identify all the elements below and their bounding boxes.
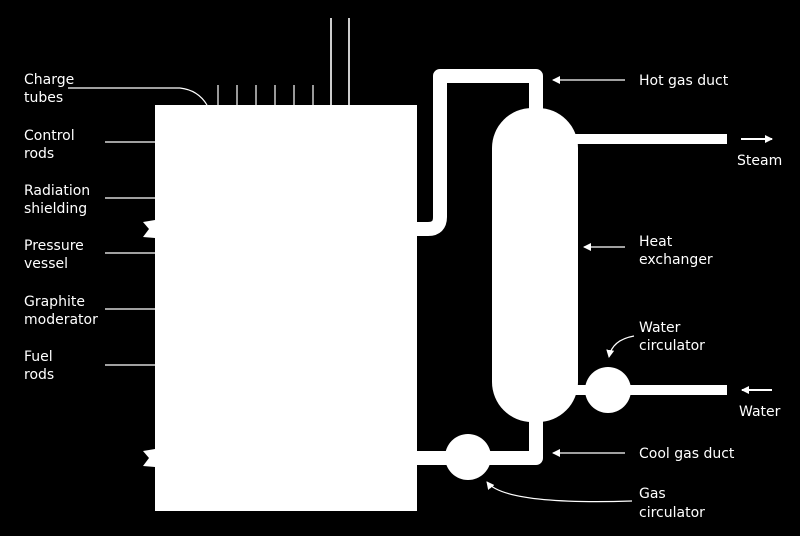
hot-gas-duct (417, 69, 543, 236)
water-circulator (585, 367, 631, 413)
label-water-circulator-2: circulator (639, 338, 705, 354)
gas-circulator (445, 434, 491, 480)
label-charge-tubes-2: tubes (24, 90, 63, 106)
label-radiation-shielding: Radiation (24, 183, 90, 199)
label-graphite-moderator: Graphite (24, 294, 85, 310)
label-cool-gas-duct: Cool gas duct (639, 446, 735, 462)
label-radiation-shielding-2: shielding (24, 201, 87, 217)
label-control-rods: Control (24, 128, 75, 144)
label-water-circulator: Water (639, 320, 681, 336)
label-charge-tubes: Charge (24, 72, 74, 88)
label-control-rods-2: rods (24, 146, 54, 162)
label-graphite-moderator-2: moderator (24, 312, 98, 328)
label-heat-exchanger: Heat (639, 234, 673, 250)
label-pressure-vessel-2: vessel (24, 256, 68, 272)
steam-pipe (570, 134, 727, 144)
heat-exchanger (492, 108, 578, 422)
vessel-notch-lower (143, 449, 155, 467)
label-fuel-rods: Fuel (24, 349, 53, 365)
charge-tubes (217, 85, 314, 105)
label-gas-circulator: Gas (639, 486, 666, 502)
label-water: Water (739, 404, 781, 420)
vessel-notch-upper (143, 220, 155, 238)
label-pressure-vessel: Pressure (24, 238, 84, 254)
water-pipe (570, 385, 727, 395)
label-hot-gas-duct: Hot gas duct (639, 73, 729, 89)
label-gas-circulator-2: circulator (639, 505, 705, 521)
reactor-vessel (155, 105, 417, 511)
label-heat-exchanger-2: exchanger (639, 252, 713, 268)
label-fuel-rods-2: rods (24, 367, 54, 383)
label-steam: Steam (737, 153, 782, 169)
control-rods-tubes (330, 18, 350, 105)
left-leader-lines (68, 87, 208, 366)
right-pointer-arrows (486, 76, 773, 503)
